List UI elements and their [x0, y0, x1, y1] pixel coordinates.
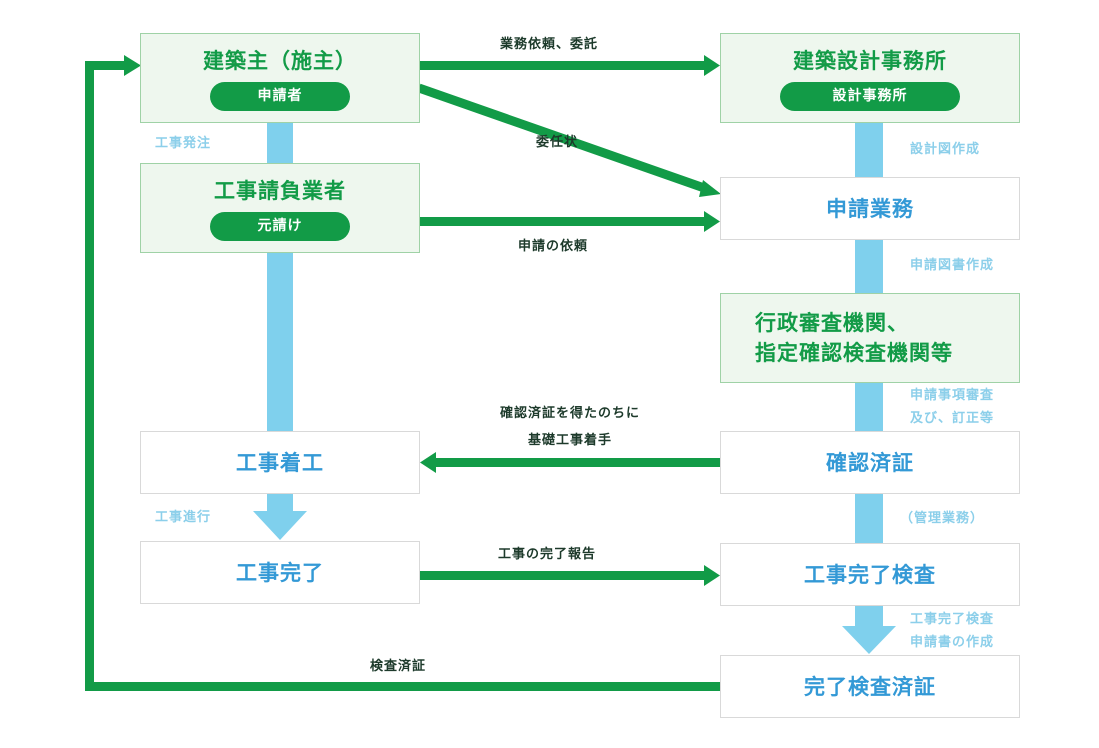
node-architect-title: 建築設計事務所	[793, 48, 947, 73]
edge-label-after-confirmation-1: 確認済証を得たのちに	[499, 406, 640, 421]
node-completion-certificate-title: 完了検査済証	[804, 674, 936, 699]
node-confirmation: 確認済証	[720, 431, 1020, 494]
node-construction-start-title: 工事着工	[236, 450, 324, 475]
side-label-review-2: 及び、訂正等	[910, 411, 995, 426]
node-confirmation-title: 確認済証	[826, 450, 914, 475]
node-authority-line1: 行政審査機関、	[755, 311, 909, 335]
arrow-certificate-to-owner-head	[124, 55, 141, 76]
edge-label-request-commission: 業務依頼、委託	[500, 37, 599, 52]
node-completion-certificate: 完了検査済証	[720, 655, 1020, 718]
side-label-inspection-app-2: 申請書の作成	[910, 635, 995, 650]
arrow-confirmation-to-start-shaft	[436, 458, 720, 467]
side-label-design-drawings: 設計図作成	[910, 142, 981, 157]
node-architect-pill: 設計事務所	[780, 81, 960, 111]
edge-label-completion-report: 工事の完了報告	[498, 547, 597, 562]
side-label-inspection-app-1: 工事完了検査	[910, 612, 995, 627]
arrow-certificate-to-owner-loop	[85, 61, 720, 691]
arrow-done-to-inspection-head	[704, 565, 720, 586]
edge-label-application-request: 申請の依頼	[518, 239, 589, 254]
node-application: 申請業務	[720, 177, 1020, 240]
arrow-contractor-to-application-head	[704, 211, 720, 232]
node-construction-done-title: 工事完了	[236, 560, 324, 585]
node-owner-title: 建築主（施主）	[203, 48, 357, 73]
node-authority-line2: 指定確認検査機関等	[755, 341, 953, 365]
node-completion-inspection: 工事完了検査	[720, 543, 1020, 606]
right-flow-arrowhead	[842, 626, 896, 654]
node-contractor-title: 工事請負業者	[214, 178, 346, 203]
side-label-order: 工事発注	[155, 136, 212, 151]
node-contractor: 工事請負業者 元請け	[140, 163, 420, 253]
node-completion-inspection-title: 工事完了検査	[804, 562, 936, 587]
arrow-owner-to-application-shaft	[417, 83, 709, 194]
arrow-done-to-inspection-shaft	[419, 571, 704, 580]
arrow-owner-to-architect-shaft	[419, 61, 704, 70]
left-flow-arrowhead	[253, 511, 307, 540]
node-construction-done: 工事完了	[140, 541, 420, 604]
node-contractor-pill: 元請け	[210, 211, 350, 241]
edge-label-power-of-attorney: 委任状	[536, 135, 579, 150]
node-owner-pill: 申請者	[210, 81, 350, 111]
node-owner: 建築主（施主） 申請者	[140, 33, 420, 123]
side-label-in-progress: 工事進行	[155, 510, 212, 525]
side-label-application-docs: 申請図書作成	[910, 258, 995, 273]
node-architect: 建築設計事務所 設計事務所	[720, 33, 1020, 123]
node-application-title: 申請業務	[826, 196, 914, 221]
node-authority: 行政審査機関、 指定確認検査機関等	[720, 293, 1020, 383]
node-construction-start: 工事着工	[140, 431, 420, 494]
arrow-owner-to-application-head	[699, 180, 721, 197]
side-label-management: （管理業務）	[900, 511, 985, 526]
arrow-contractor-to-application-shaft	[419, 217, 704, 226]
arrow-owner-to-architect-head	[704, 55, 720, 76]
arrow-confirmation-to-start-head	[420, 452, 436, 473]
edge-label-inspection-certificate: 検査済証	[370, 659, 427, 674]
side-label-review-1: 申請事項審査	[910, 388, 995, 403]
edge-label-after-confirmation-2: 基礎工事着手	[527, 433, 612, 448]
